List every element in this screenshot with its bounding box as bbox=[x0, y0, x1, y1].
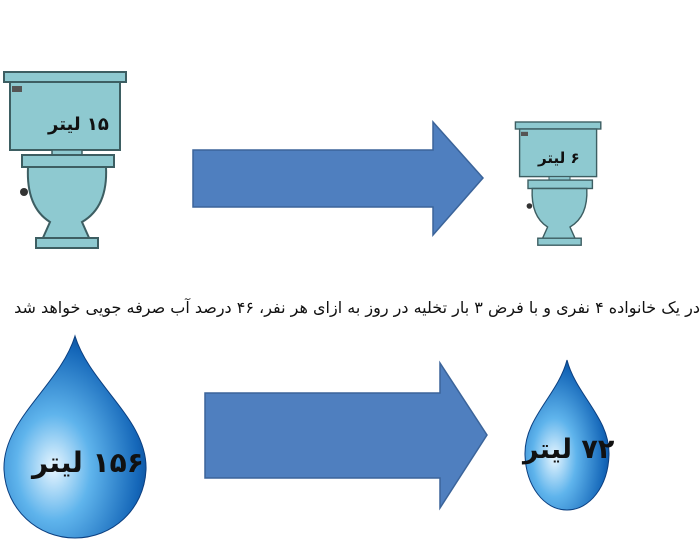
toilet-before-icon bbox=[3, 71, 127, 249]
water-drop-small-icon bbox=[524, 359, 610, 511]
drop-before-label: ۱۵۶ لیتر bbox=[32, 446, 144, 479]
arrow-bottom-icon bbox=[204, 360, 488, 511]
toilet-before-label: ۱۵ لیتر bbox=[48, 114, 109, 135]
toilet-after-icon bbox=[514, 121, 602, 246]
water-drop-large-icon bbox=[3, 334, 147, 539]
arrow-top-icon bbox=[192, 120, 485, 237]
toilet-after-label: ۶ لیتر bbox=[538, 149, 580, 167]
caption-text: در یک خانواده ۴ نفری و با فرض ۳ بار تخلی… bbox=[14, 298, 700, 317]
drop-after-label: ۷۲ لیتر bbox=[523, 434, 615, 465]
